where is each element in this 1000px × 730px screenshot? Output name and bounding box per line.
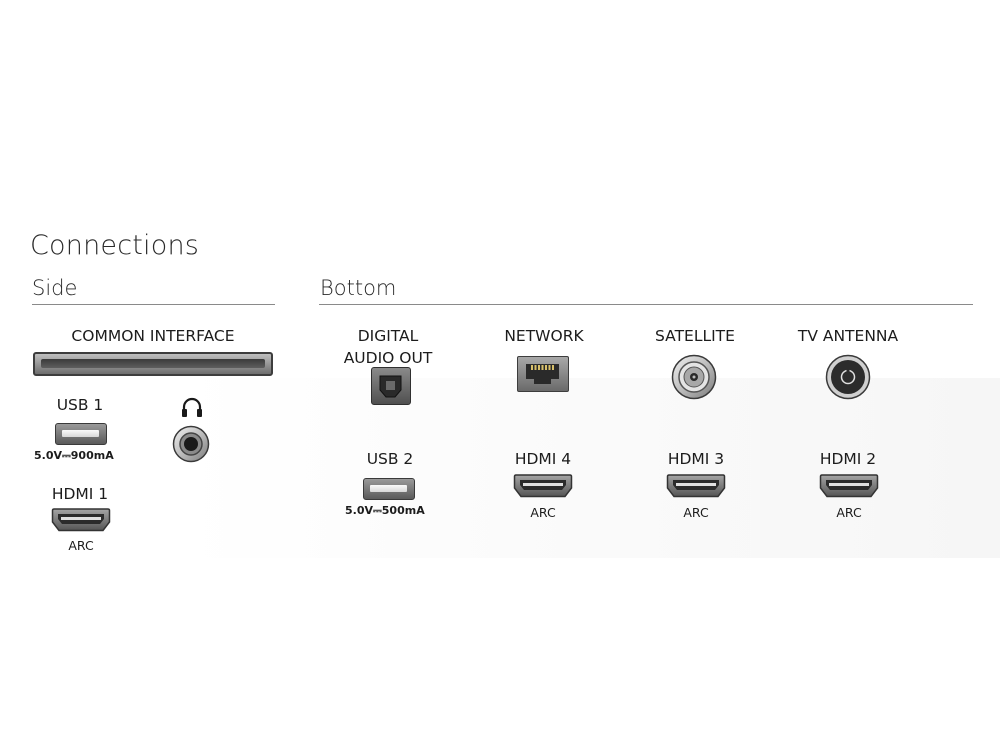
common-interface-label: COMMON INTERFACE: [71, 327, 235, 345]
digital-audio-label-line2: AUDIO OUT: [343, 349, 433, 367]
page-title: Connections: [30, 230, 200, 261]
usb1-label: USB 1: [56, 396, 104, 414]
bottom-divider: [319, 304, 973, 305]
hdmi4-label: HDMI 4: [514, 450, 572, 468]
network-label: NETWORK: [504, 327, 584, 345]
hdmi1-arc: ARC: [68, 538, 94, 553]
bottom-heading: Bottom: [320, 276, 397, 300]
hdmi3-port: [666, 474, 726, 498]
hdmi1-label: HDMI 1: [51, 485, 109, 503]
hdmi4-arc: ARC: [530, 505, 556, 520]
usb1-port: [55, 423, 107, 445]
digital-audio-port: [371, 367, 411, 405]
hdmi2-port: [819, 474, 879, 498]
hdmi3-arc: ARC: [683, 505, 709, 520]
headphone-icon: [180, 397, 204, 419]
usb2-spec: 5.0V⎓500mA: [345, 504, 425, 517]
satellite-label: SATELLITE: [655, 327, 735, 345]
hdmi1-port: [51, 508, 111, 532]
headphone-jack: [172, 425, 210, 463]
background-panel: [183, 378, 1000, 558]
hdmi4-port: [513, 474, 573, 498]
usb2-port: [363, 478, 415, 500]
digital-audio-label-line1: DIGITAL: [357, 327, 419, 345]
network-port: [517, 356, 569, 392]
tv-antenna-port: [825, 354, 871, 400]
hdmi2-arc: ARC: [836, 505, 862, 520]
satellite-port: [671, 354, 717, 400]
side-divider: [32, 304, 275, 305]
usb1-spec: 5.0V⎓900mA: [34, 449, 114, 462]
tv-antenna-label: TV ANTENNA: [797, 327, 899, 345]
hdmi3-label: HDMI 3: [667, 450, 725, 468]
usb2-label: USB 2: [366, 450, 414, 468]
hdmi2-label: HDMI 2: [819, 450, 877, 468]
side-heading: Side: [32, 276, 78, 300]
common-interface-slot: [33, 352, 273, 376]
